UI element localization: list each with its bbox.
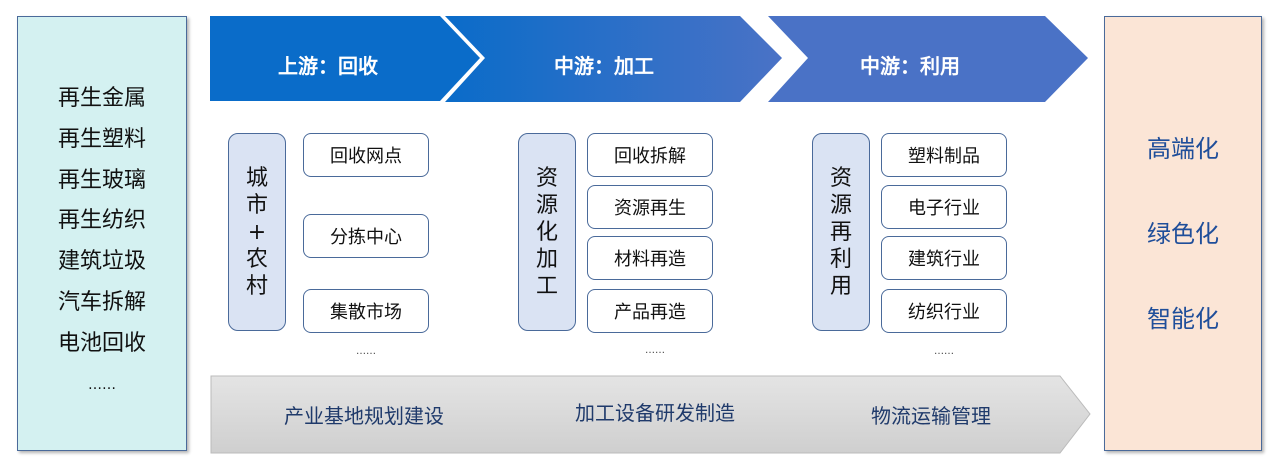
- trend-item: 高端化: [1147, 135, 1219, 163]
- stage-item: 塑料制品: [881, 133, 1007, 177]
- stage-category-box: 资源化加工: [518, 133, 576, 331]
- stage-item: 分拣中心: [303, 214, 429, 258]
- support-item: 物流运输管理: [871, 404, 991, 428]
- stage-item: 回收拆解: [587, 133, 713, 177]
- char: 市: [245, 192, 268, 218]
- more-dots: ……: [934, 346, 954, 357]
- char: 城: [245, 165, 268, 191]
- char: 化: [535, 219, 558, 245]
- stage-item: 集散市场: [303, 289, 429, 333]
- trend-item: 智能化: [1147, 305, 1219, 333]
- material-more: ……: [88, 376, 116, 393]
- stage-item: 回收网点: [303, 133, 429, 177]
- trends-panel: 高端化 绿色化 智能化: [1104, 16, 1262, 451]
- material-item: 再生玻璃: [57, 167, 146, 193]
- char: 资: [535, 165, 558, 191]
- material-item: 汽车拆解: [57, 289, 146, 315]
- char: 村: [245, 273, 268, 299]
- support-item: 加工设备研发制造: [575, 401, 735, 425]
- material-item: 电池回收: [57, 330, 146, 356]
- chevron-midstream-process: [445, 16, 782, 102]
- stage-item: 资源再生: [587, 185, 713, 229]
- char: 利: [829, 246, 852, 272]
- material-item: 建筑垃圾: [57, 249, 146, 275]
- stage-item: 材料再造: [587, 236, 713, 280]
- stage-category-box: 资源再利用: [812, 133, 870, 331]
- support-arrow: [210, 375, 1091, 454]
- stage-item: 建筑行业: [881, 236, 1007, 280]
- char: 工: [535, 273, 558, 299]
- char: 资: [829, 165, 852, 191]
- char: 源: [535, 192, 558, 218]
- char: 加: [535, 246, 558, 272]
- stage-item: 纺织行业: [881, 289, 1007, 333]
- char: +: [247, 219, 267, 245]
- stage-title: 上游：回收: [278, 54, 378, 78]
- recycled-materials-panel: 再生金属 再生塑料 再生玻璃 再生纺织 建筑垃圾 汽车拆解 电池回收 ……: [17, 16, 187, 451]
- material-item: 再生塑料: [57, 126, 146, 152]
- stage-title: 中游：加工: [554, 54, 654, 78]
- material-item: 再生纺织: [57, 208, 146, 234]
- char: 农: [245, 246, 268, 272]
- chevron-midstream-use: [768, 16, 1088, 102]
- more-dots: ……: [645, 345, 665, 356]
- more-dots: ……: [356, 346, 376, 357]
- support-item: 产业基地规划建设: [284, 404, 444, 428]
- material-item: 再生金属: [57, 86, 146, 111]
- stage-item: 电子行业: [881, 185, 1007, 229]
- stage-item: 产品再造: [587, 289, 713, 333]
- char: 再: [829, 219, 852, 245]
- trend-item: 绿色化: [1147, 220, 1219, 248]
- stage-title: 中游：利用: [860, 54, 960, 78]
- char: 用: [829, 273, 852, 299]
- char: 源: [829, 192, 852, 218]
- stage-category-box: 城市+农村: [228, 133, 286, 331]
- chevron-upstream: [210, 16, 480, 101]
